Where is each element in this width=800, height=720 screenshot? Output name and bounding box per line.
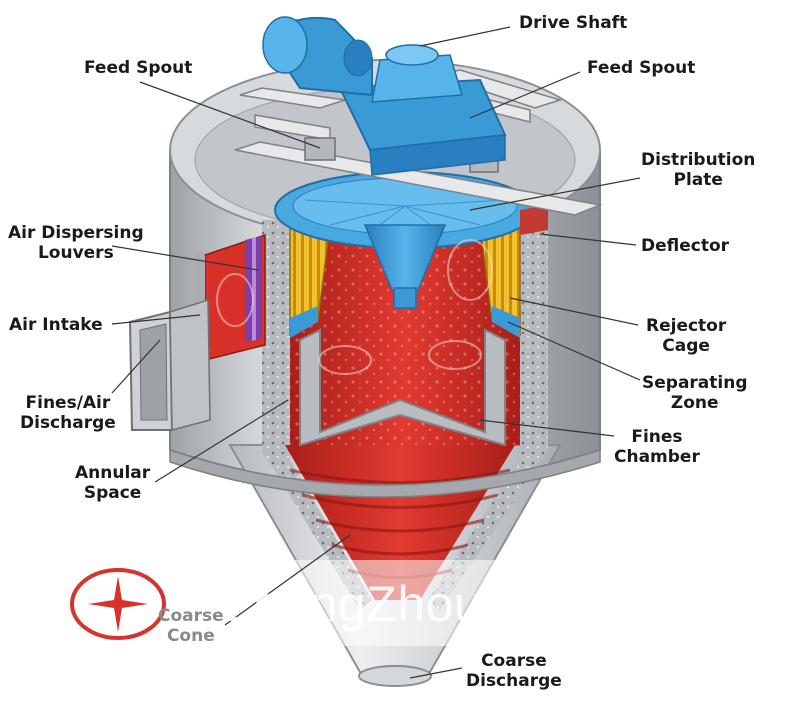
fines-chamber-walls (299, 328, 506, 447)
label-fines-chamber: Fines Chamber (614, 427, 700, 467)
label-feed-spout-right: Feed Spout (587, 58, 696, 78)
watermark-text: ZhengZhou Hengxing (222, 576, 712, 632)
label-rejector-cage: Rejector Cage (646, 316, 727, 356)
label-distribution-plate: Distribution Plate (641, 150, 756, 190)
label-air-intake: Air Intake (9, 315, 103, 335)
label-drive-shaft: Drive Shaft (519, 13, 628, 33)
label-deflector: Deflector (641, 236, 730, 256)
company-logo (70, 568, 166, 640)
label-feed-spout-left: Feed Spout (84, 58, 193, 78)
label-annular-space: Annular Space (75, 463, 151, 503)
label-fines-air-discharge: Fines/Air Discharge (20, 393, 116, 433)
coarse-discharge-outlet (358, 665, 432, 687)
label-air-dispersing-louvers: Air Dispersing Louvers (8, 223, 144, 263)
leader-lines (111, 26, 641, 679)
label-separating-zone: Separating Zone (642, 373, 748, 413)
rotor-cone (363, 224, 447, 291)
label-coarse-cone: Coarse Cone (158, 606, 224, 646)
deflector (520, 205, 548, 235)
feed-spout-left-part (304, 137, 336, 161)
label-coarse-discharge: Coarse Discharge (466, 651, 562, 691)
